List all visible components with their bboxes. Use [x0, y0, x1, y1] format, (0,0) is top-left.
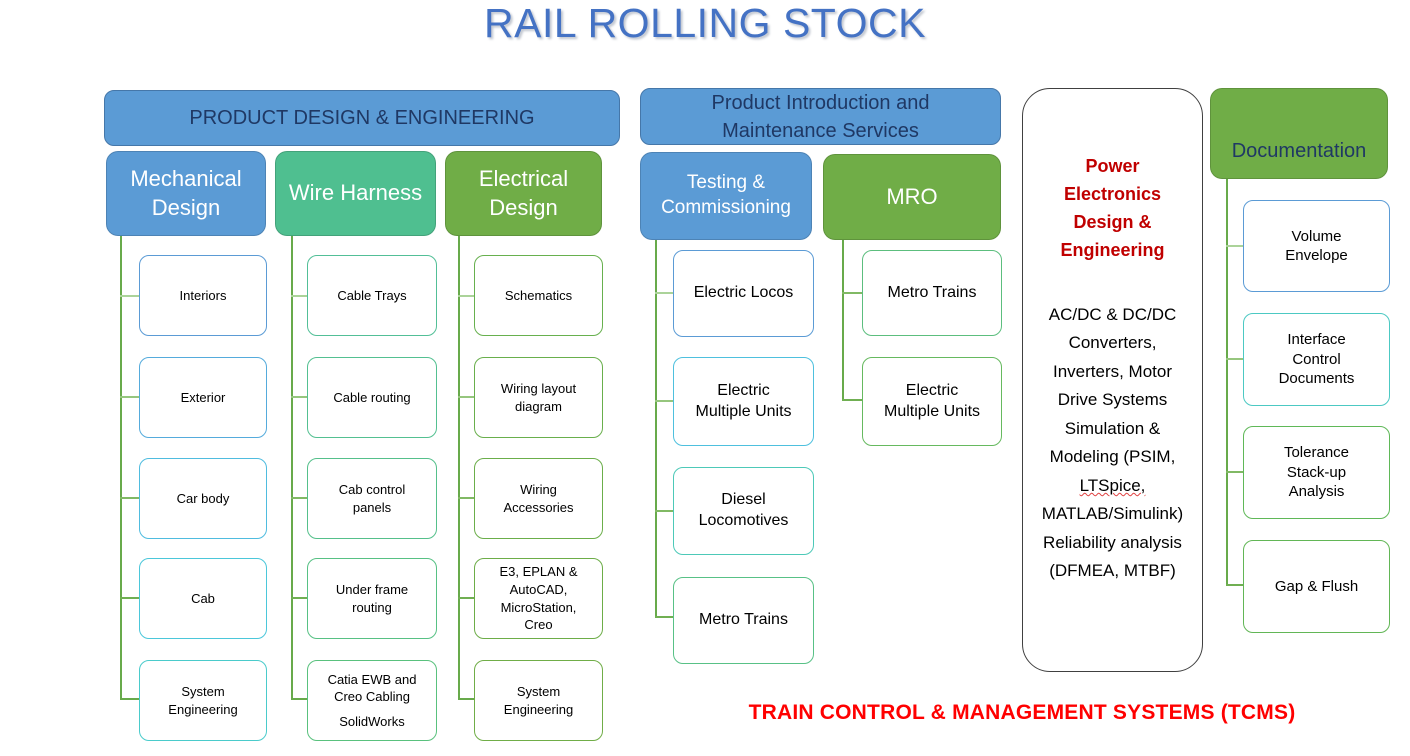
connector-wire-harness-stub — [291, 597, 307, 599]
connector-mechanical-stub — [120, 597, 139, 599]
box-interface-control-documents: Interface Control Documents — [1243, 313, 1390, 406]
power-electronics-body: AC/DC & DC/DC Converters, Inverters, Mot… — [1041, 304, 1184, 581]
connector-electrical-stub — [458, 698, 474, 700]
box-electric-locos: Electric Locos — [673, 250, 814, 337]
connector-electrical-stub — [458, 396, 474, 398]
column-header-testing-commissioning: Testing & Commissioning — [640, 152, 812, 240]
box-exterior: Exterior — [139, 357, 267, 438]
connector-mechanical-stub — [120, 295, 139, 297]
connector-electrical-stub — [458, 295, 474, 297]
tcms-footer-text: TRAIN CONTROL & MANAGEMENT SYSTEMS (TCMS… — [748, 701, 1296, 724]
connector-testing-stub — [655, 400, 673, 402]
connector-mechanical-stub — [120, 497, 139, 499]
section-header-product-design: PRODUCT DESIGN & ENGINEERING — [104, 90, 620, 146]
connector-electrical-vline — [458, 236, 460, 699]
box-electric-multiple-units-testing: Electric Multiple Units — [673, 357, 814, 446]
connector-documentation-stub — [1226, 584, 1243, 586]
connector-mechanical-stub — [120, 698, 139, 700]
box-metro-trains-testing: Metro Trains — [673, 577, 814, 664]
connector-wire-harness-stub — [291, 698, 307, 700]
power-electronics-heading: Power Electronics Design & Engineering — [1060, 156, 1165, 260]
connector-documentation-vline — [1226, 179, 1228, 585]
box-interiors: Interiors — [139, 255, 267, 336]
box-diesel-locomotives: Diesel Locomotives — [673, 467, 814, 555]
connector-testing-stub — [655, 292, 673, 294]
page-title: RAIL ROLLING STOCK — [484, 0, 926, 46]
box-cable-trays: Cable Trays — [307, 255, 437, 336]
box-catia-ewb-creo-cabling: Catia EWB and Creo Cabling SolidWorks — [307, 660, 437, 741]
box-system-engineering-mech: System Engineering — [139, 660, 267, 741]
connector-documentation-stub — [1226, 358, 1243, 360]
box-cab: Cab — [139, 558, 267, 639]
connector-testing-stub — [655, 616, 673, 618]
column-header-documentation: Documentation — [1210, 88, 1388, 179]
connector-wire-harness-vline — [291, 236, 293, 699]
box-system-engineering-elec: System Engineering — [474, 660, 603, 741]
box-cab-control-panels: Cab control panels — [307, 458, 437, 539]
box-metro-trains-mro: Metro Trains — [862, 250, 1002, 336]
box-volume-envelope: Volume Envelope — [1243, 200, 1390, 292]
connector-wire-harness-stub — [291, 396, 307, 398]
connector-electrical-stub — [458, 497, 474, 499]
connector-electrical-stub — [458, 597, 474, 599]
connector-wire-harness-stub — [291, 497, 307, 499]
box-under-frame-routing: Under frame routing — [307, 558, 437, 639]
connector-mechanical-stub — [120, 396, 139, 398]
box-wiring-layout-diagram: Wiring layout diagram — [474, 357, 603, 438]
box-car-body: Car body — [139, 458, 267, 539]
column-header-wire-harness: Wire Harness — [275, 151, 436, 236]
column-header-mechanical-design: Mechanical Design — [106, 151, 266, 236]
box-tolerance-stack-up-analysis: Tolerance Stack-up Analysis — [1243, 426, 1390, 519]
connector-mro-stub — [842, 292, 862, 294]
connector-testing-vline — [655, 240, 657, 617]
connector-documentation-stub — [1226, 245, 1243, 247]
box-electric-multiple-units-mro: Electric Multiple Units — [862, 357, 1002, 446]
spellcheck-underline: LTSpice, — [1079, 475, 1146, 495]
connector-testing-stub — [655, 510, 673, 512]
column-header-mro: MRO — [823, 154, 1001, 240]
box-wiring-accessories: Wiring Accessories — [474, 458, 603, 539]
connector-mechanical-vline — [120, 236, 122, 699]
connector-documentation-stub — [1226, 471, 1243, 473]
box-ecad-tools: E3, EPLAN & AutoCAD, MicroStation, Creo — [474, 558, 603, 639]
column-header-electrical-design: Electrical Design — [445, 151, 602, 236]
box-schematics: Schematics — [474, 255, 603, 336]
box-cable-routing: Cable routing — [307, 357, 437, 438]
connector-mro-vline — [842, 240, 844, 401]
box-gap-and-flush: Gap & Flush — [1243, 540, 1390, 633]
connector-mro-stub — [842, 399, 862, 401]
section-header-product-introduction: Product Introduction and Maintenance Ser… — [640, 88, 1001, 145]
power-electronics-box: Power Electronics Design & Engineering A… — [1022, 88, 1203, 672]
connector-wire-harness-stub — [291, 295, 307, 297]
